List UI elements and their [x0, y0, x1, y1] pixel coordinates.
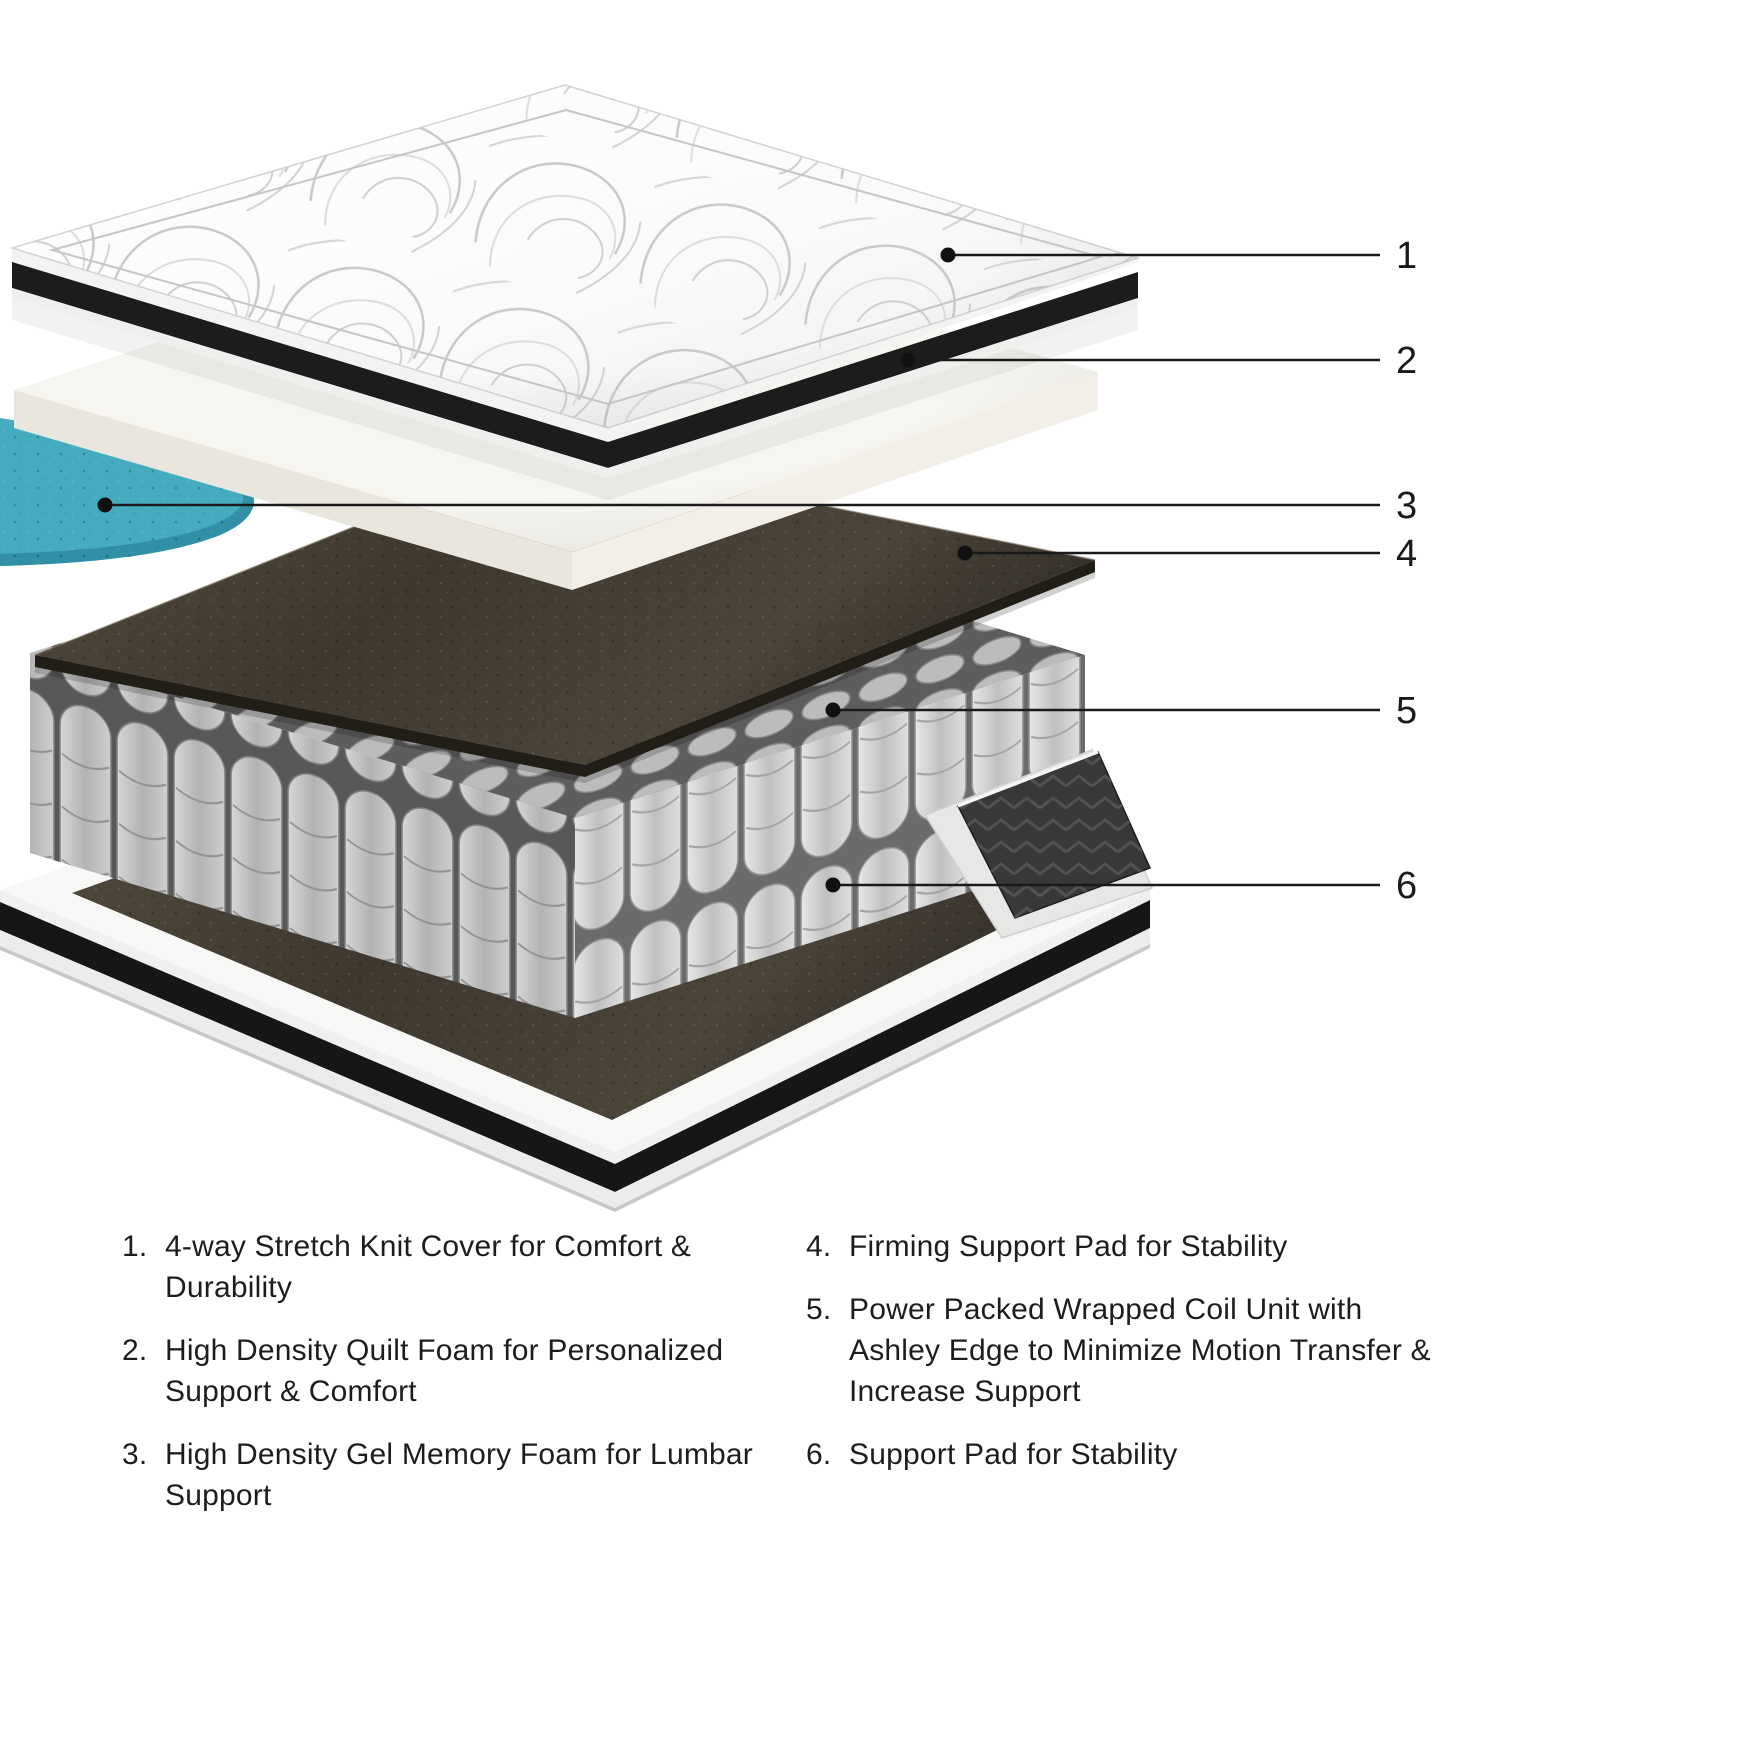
legend-item-3-text: High Density Gel Memory Foam for Lumbar … — [165, 1438, 753, 1512]
corner-piping-line — [957, 750, 1099, 808]
legend-item-2-number: 2. — [122, 1334, 148, 1367]
callout-6: 6 — [825, 865, 1417, 907]
cover-top-vignette — [12, 85, 1138, 428]
foam-side-right — [572, 372, 1098, 590]
callout-2-number: 2 — [1396, 340, 1417, 382]
callout-1-dot — [940, 247, 956, 263]
callout-1-number: 1 — [1396, 235, 1417, 277]
callout-6-dot — [825, 877, 841, 893]
callout-5-dot — [825, 702, 841, 718]
callout-5-number: 5 — [1396, 690, 1417, 732]
callout-4-number: 4 — [1396, 533, 1417, 575]
callout-2-dot — [900, 352, 916, 368]
coil-left-face — [30, 653, 575, 1018]
legend-item-6-text: Support Pad for Stability — [849, 1438, 1178, 1471]
legend-item-1-number: 1. — [122, 1230, 148, 1263]
legend-item-4-text: Firming Support Pad for Stability — [849, 1230, 1288, 1263]
legend-column-left: 1. 4-way Stretch Knit Cover for Comfort … — [122, 1226, 774, 1538]
legend-item-4-number: 4. — [806, 1230, 832, 1263]
gel-foam-texture — [0, 418, 255, 566]
legend-item-3: 3. High Density Gel Memory Foam for Lumb… — [122, 1434, 774, 1516]
callout-2: 2 — [900, 340, 1417, 382]
callout-3-dot — [97, 497, 113, 513]
legend-item-1-text: 4-way Stretch Knit Cover for Comfort & D… — [165, 1230, 692, 1304]
coil-left-face-shade — [30, 653, 575, 1018]
legend-item-5-text: Power Packed Wrapped Coil Unit with Ashl… — [849, 1293, 1431, 1408]
legend-item-1: 1. 4-way Stretch Knit Cover for Comfort … — [122, 1226, 774, 1308]
legend-item-6-number: 6. — [806, 1438, 832, 1471]
legend-item-2: 2. High Density Quilt Foam for Personali… — [122, 1330, 774, 1412]
callouts: 1 2 3 4 5 — [97, 235, 1417, 907]
foam-side-left — [14, 390, 572, 590]
corner-dark-panel-chevrons — [958, 752, 1150, 918]
mattress-exploded-diagram: 1 2 3 4 5 — [0, 84, 1417, 1212]
legend-item-4: 4. Firming Support Pad for Stability — [806, 1226, 1440, 1267]
mattress-corner-edge-detail — [923, 749, 1154, 939]
layer-1-knit-cover — [9, 84, 1141, 500]
layer-3-gel-memory-foam — [0, 418, 255, 566]
callout-3: 3 — [97, 485, 1417, 527]
legend-item-5: 5. Power Packed Wrapped Coil Unit with A… — [806, 1289, 1440, 1412]
legend-item-6: 6. Support Pad for Stability — [806, 1434, 1440, 1475]
cover-shadow-on-foam — [12, 298, 1138, 500]
callout-4: 4 — [957, 533, 1417, 575]
callout-5: 5 — [825, 690, 1417, 732]
legend-column-right: 4. Firming Support Pad for Stability 5. … — [806, 1226, 1440, 1497]
cover-border-stitch-line — [48, 108, 1104, 406]
callout-3-number: 3 — [1396, 485, 1417, 527]
legend-item-2-text: High Density Quilt Foam for Personalized… — [165, 1334, 724, 1408]
pad4-top-face-texture — [35, 450, 1095, 765]
callout-1: 1 — [940, 235, 1417, 277]
callout-6-number: 6 — [1396, 865, 1417, 907]
legend-item-5-number: 5. — [806, 1293, 832, 1326]
coil-right-face — [575, 655, 1085, 1018]
legend-item-3-number: 3. — [122, 1438, 148, 1471]
callout-4-dot — [957, 545, 973, 561]
